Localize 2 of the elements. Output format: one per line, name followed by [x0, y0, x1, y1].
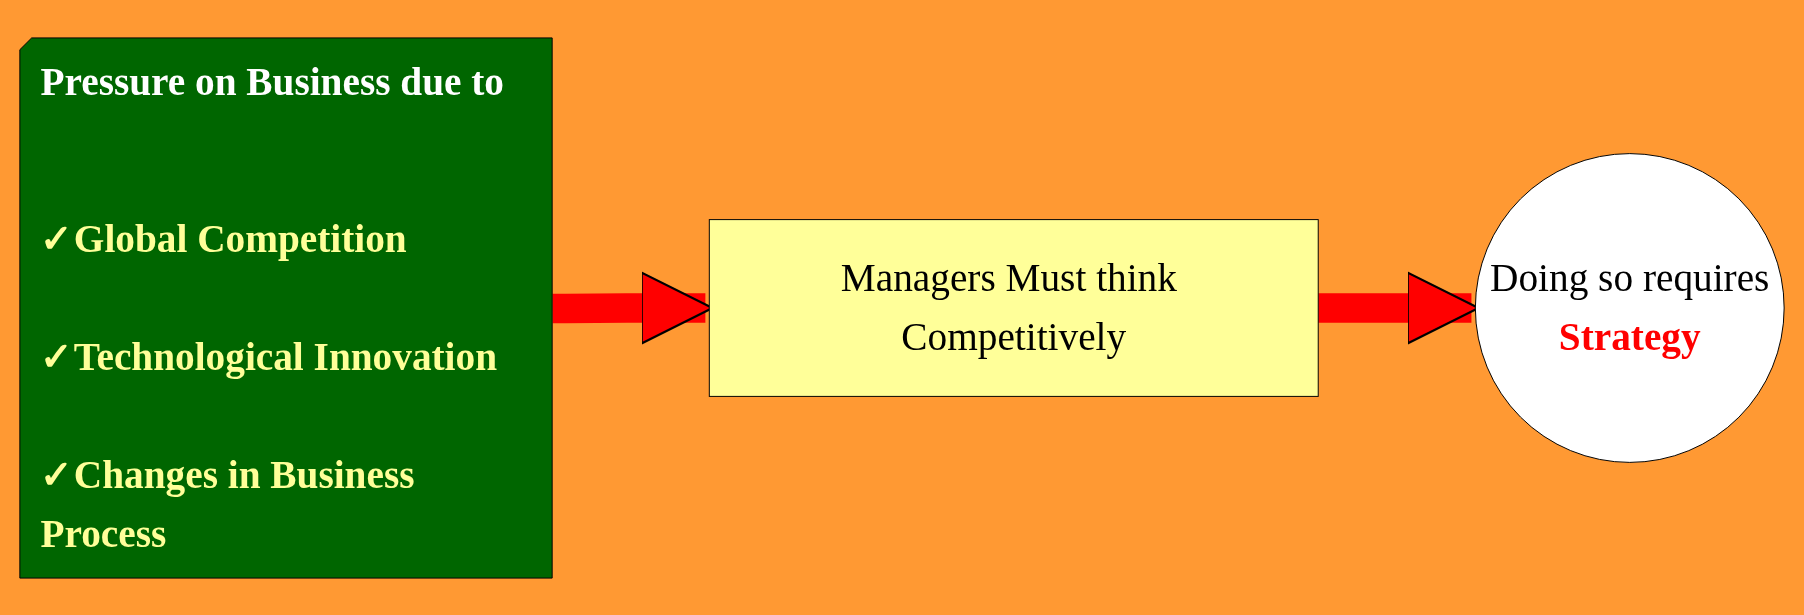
node-circle: Doing so requires Strategy — [1474, 152, 1785, 463]
node-box: Managers Must think Competitively — [708, 218, 1319, 397]
